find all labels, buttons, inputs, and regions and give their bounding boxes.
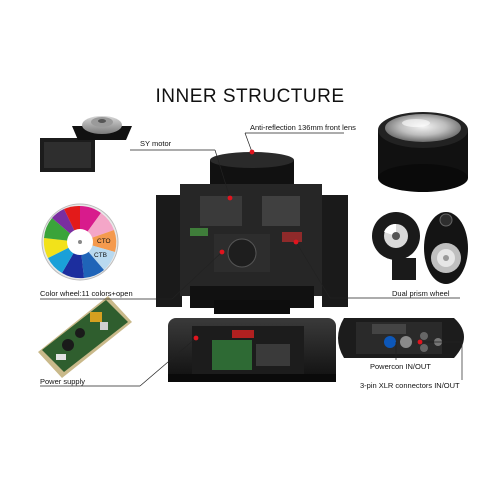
label-power-supply: Power supply [40, 377, 86, 386]
wheel-label-ctb: CTB [94, 252, 107, 259]
callout-sy-motor-leader [214, 149, 231, 199]
marker-dot-lens [249, 149, 255, 155]
callout-color-wheel-leader [171, 251, 223, 300]
label-color-wheel: Color wheel:11 colors+open [40, 289, 133, 298]
connector-panel-image [338, 318, 464, 358]
sy-motor-image [40, 116, 132, 172]
power-supply-image [38, 296, 132, 378]
front-lens-image [378, 112, 468, 192]
marker-dot-prism [293, 239, 299, 245]
marker-dot-color-wheel [219, 249, 225, 255]
label-sy-motor: SY motor [140, 139, 172, 148]
label-powercon: Powercon IN/OUT [370, 362, 431, 371]
page-title: INNER STRUCTURE [155, 86, 345, 107]
callout-power-supply-leader [139, 337, 197, 387]
callout-lines [40, 132, 463, 387]
callout-dual-prism-leader [295, 241, 331, 299]
wheel-label-cto: CTO [97, 238, 111, 245]
label-xlr: 3-pin XLR connectors IN/OUT [360, 381, 460, 390]
moving-head-image [156, 152, 348, 382]
marker-dot-motor [227, 195, 233, 201]
marker-dot-power [193, 335, 199, 341]
label-dual-prism: Dual prism wheel [392, 289, 450, 298]
color-wheel-image [41, 203, 119, 281]
callout-front-lens-leader [244, 132, 253, 153]
dual-prism-wheel-image [372, 212, 468, 284]
marker-dot-connector [417, 339, 423, 345]
marker-dots [193, 149, 423, 345]
label-front-lens: Anti-reflection 136mm front lens [250, 123, 356, 132]
